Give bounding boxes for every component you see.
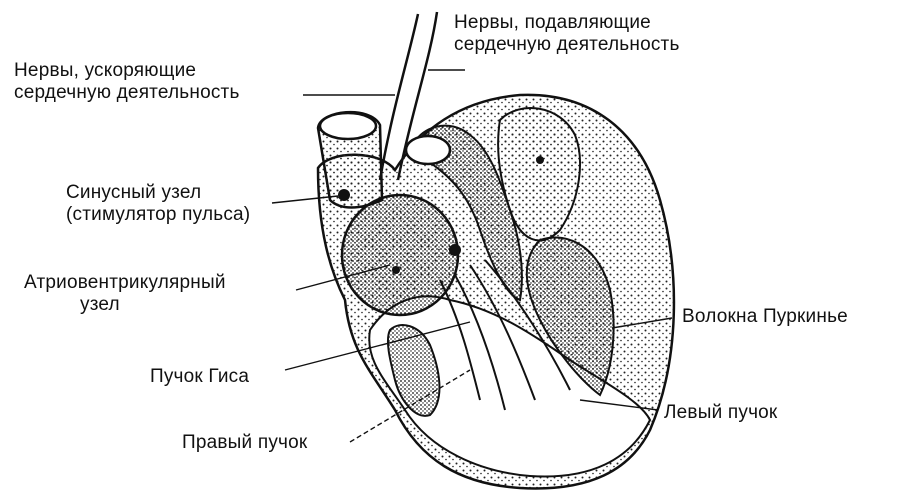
aorta-opening [406,136,450,164]
av-node-dot [449,244,461,256]
label-right-bundle: Правый пучок [182,432,307,454]
sinus-node-dot [338,189,350,201]
label-purkinje-fibers: Волокна Пуркинье [682,306,848,328]
label-his-bundle: Пучок Гиса [150,366,249,388]
label-av-node: Атриовентрикулярный узел [24,272,226,316]
label-nerves-inhibit: Нервы, подавляющие сердечную деятельност… [454,12,680,56]
label-left-bundle: Левый пучок [664,402,777,424]
label-sinus-node: Синусный узел (стимулятор пульса) [66,182,250,226]
label-nerves-accelerate: Нервы, ускоряющие сердечную деятельность [14,60,240,104]
vena-cava-opening [320,113,376,139]
